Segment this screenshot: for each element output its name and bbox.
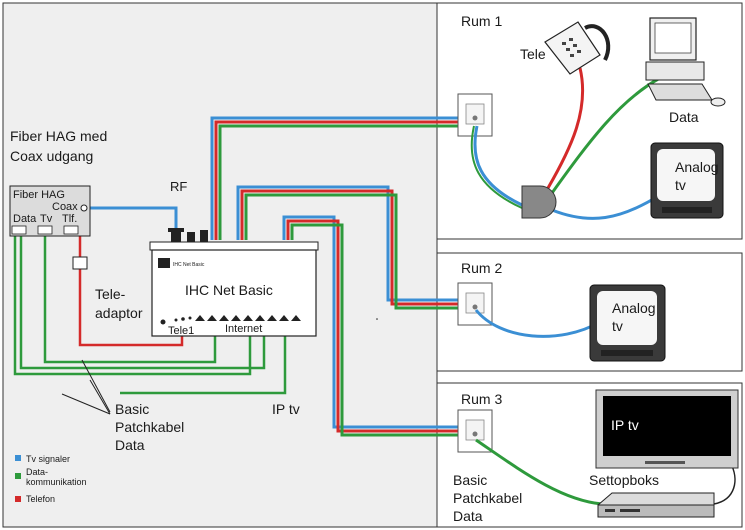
hag-port-tv: Tv xyxy=(40,213,53,225)
patch-label-line3: Data xyxy=(115,437,145,453)
hag-box-title: Fiber HAG xyxy=(13,189,65,201)
legend-telefon-label: Telefon xyxy=(26,494,55,504)
rum2-tv-cable xyxy=(474,309,601,338)
rum3-patch-line3: Data xyxy=(453,508,483,524)
rum1-splitter-icon xyxy=(521,185,557,219)
ihc-net-basic-device xyxy=(149,228,319,337)
rum1-tv-icon xyxy=(650,142,724,219)
rum3-title: Rum 3 xyxy=(461,391,502,407)
ihc-internet-label: Internet xyxy=(225,323,262,335)
iptv-label: IP tv xyxy=(272,401,300,417)
fiber-hag-device xyxy=(9,185,91,237)
rf-label: RF xyxy=(170,179,187,194)
cable-bundle-rum2 xyxy=(236,185,464,310)
legend-telefon-swatch xyxy=(15,496,21,502)
ihc-logo-icon xyxy=(158,258,170,268)
rum3-data-cable xyxy=(475,438,603,506)
patch-pointer-lines xyxy=(61,359,111,415)
rum3-screen-label: IP tv xyxy=(611,417,639,433)
hag-coax-label: Coax xyxy=(52,201,78,213)
hag-port-data: Data xyxy=(13,213,37,225)
phone-cable-lower xyxy=(78,268,184,347)
tele-adaptor-line2: adaptor xyxy=(95,305,143,321)
stray-dot xyxy=(376,318,378,320)
legend xyxy=(15,455,21,502)
tele-adaptor-icon xyxy=(72,256,88,270)
rum2-tv-line1: Analog xyxy=(612,300,656,316)
rum1-tv-cable-a xyxy=(473,125,523,207)
rum1-title: Rum 1 xyxy=(461,13,502,29)
rum2-wall-socket-icon xyxy=(457,282,493,326)
cable-bundle-rum3 xyxy=(282,215,464,437)
rum1-data-label: Data xyxy=(669,109,699,125)
legend-tv-label: Tv signaler xyxy=(26,454,70,464)
rum3-settop-label: Settopboks xyxy=(589,472,659,488)
rum1-tv-cable-b xyxy=(551,193,661,220)
rum1-data-cable-b xyxy=(550,76,661,194)
hag-caption-line2: Coax udgang xyxy=(10,148,93,164)
rum2-tv-line2: tv xyxy=(612,318,623,334)
rum1-data-cable-a xyxy=(470,125,523,209)
ihc-title: IHC Net Basic xyxy=(185,282,273,298)
coax-cable xyxy=(90,206,178,234)
rum2-tv-icon xyxy=(589,284,666,362)
settopbox-icon xyxy=(597,492,715,518)
rum3-wall-socket-icon xyxy=(457,409,493,453)
telephone-icon xyxy=(544,21,611,75)
rum1-tele-label: Tele xyxy=(520,46,546,62)
hag-caption-line1: Fiber HAG med xyxy=(10,128,107,144)
rum3-patch-line1: Basic xyxy=(453,472,487,488)
patch-label-line1: Basic xyxy=(115,401,149,417)
legend-data-label-line1: Data- xyxy=(26,467,48,477)
legend-tv-swatch xyxy=(15,455,21,461)
rum2-title: Rum 2 xyxy=(461,260,502,276)
rum3-patch-line2: Patchkabel xyxy=(453,490,522,506)
ihc-tele1-label: Tele1 xyxy=(168,325,194,337)
legend-data-swatch xyxy=(15,473,21,479)
rum1-tv-line2: tv xyxy=(675,177,686,193)
flatscreen-tv-icon xyxy=(595,389,739,469)
legend-data-label-line2: kommunikation xyxy=(26,477,87,487)
ihc-logo-text: IHC Net Basic xyxy=(173,262,205,268)
rum1-tv-line1: Analog xyxy=(675,159,719,175)
patch-label-line2: Patchkabel xyxy=(115,419,184,435)
rum1-phone-cable xyxy=(546,67,585,189)
tele-adaptor-line1: Tele- xyxy=(95,286,126,302)
cable-bundle-rum1 xyxy=(210,116,464,240)
green-patch-cables xyxy=(13,235,287,395)
hag-port-tlf: Tlf. xyxy=(62,213,77,225)
computer-icon xyxy=(645,17,726,107)
coax-connector-icon xyxy=(80,204,88,212)
